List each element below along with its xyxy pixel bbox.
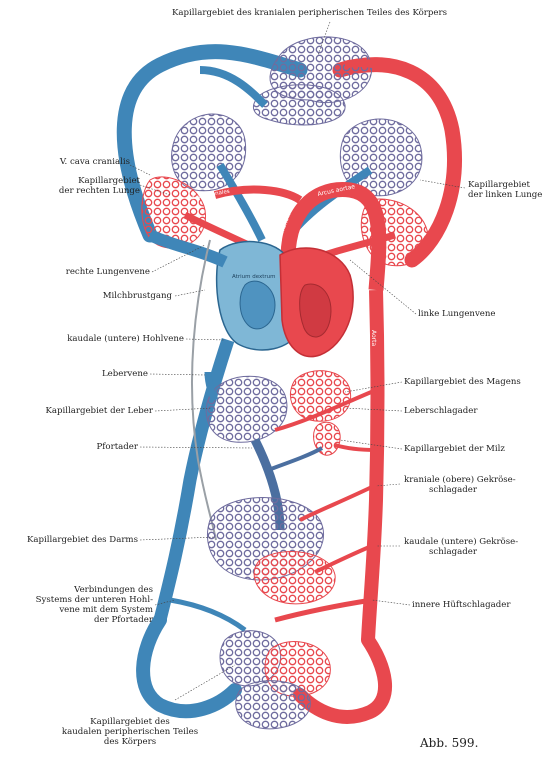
label-hepatic-vein: Lebervene [101,369,148,379]
label-caudal-mesenteric-1: kaudale (untere) Gekröse- [404,537,519,547]
label-right-lung-2: der rechten Lunge [58,186,140,196]
upper-capillary-net-2 [252,84,346,126]
leader-intestine [139,536,216,541]
heart-left-ventricle-detail [299,283,332,338]
label-caudal-capillary: Kapillargebiet des kaudalen peripherisch… [55,717,205,747]
right-lung-capillary-blue [171,113,247,192]
spleen-artery [334,443,377,452]
leader-left-pulm [349,259,417,315]
label-hepatic-artery: Leberschlagader [404,406,478,416]
cranial-vena-cava [147,229,228,268]
aorta-text: Aorta [370,330,377,346]
lower-artery-loop [293,633,392,724]
label-right-pulmonary-vein: rechte Lungenvene [65,267,150,277]
label-connections-1: Verbindungen des [74,585,153,595]
label-left-lung-1: Kapillargebiet [468,180,530,190]
leader-caudal-cap [174,664,236,701]
intestine-capillary-red [253,551,336,605]
label-cranial-mesenteric-1: kraniale (obere) Gekröse- [404,475,516,485]
caudal-mesenteric-artery [314,543,375,574]
label-caudal-vena-cava: kaudale (untere) Hohlvene [67,334,184,344]
figure-number: Abb. 599. [420,736,479,750]
label-caudal-capillary-3: des Körpers [103,737,157,747]
leader-duct [174,289,206,297]
cranial-mesenteric-artery [299,483,377,522]
label-caudal-mesenteric: kaudale (untere) Gekröse- schlagader [404,537,518,557]
leader-caudal-vcava [185,338,226,341]
label-right-lung: Kapillargebiet der rechten Lunge [30,176,140,196]
label-right-lung-1: Kapillargebiet [78,176,140,186]
internal-iliac-artery [274,597,373,623]
leader-spleen [339,439,403,450]
leader-hepatic-vein [149,373,206,376]
hepatic-vein [204,371,219,402]
label-stomach-capillary: Kapillargebiet des Magens [404,377,521,387]
hepatic-artery [274,388,377,432]
label-caudal-capillary-1: Kapillargebiet des [90,717,170,727]
leader-lines [129,21,466,701]
leader-right-pulm [151,244,206,273]
label-internal-iliac: innere Hüftschlagader [412,600,511,610]
label-spleen-capillary: Kapillargebiet der Milz [404,444,505,454]
label-caudal-mesenteric-2: schlagader [429,547,477,557]
right-pulmonary-artery [216,162,266,242]
upper-vein-arch [116,44,308,243]
leader-iliac [371,599,411,606]
leader-hepatic-artery [344,407,403,412]
lower-vein-connection [169,597,247,633]
label-caudal-capillary-2: kaudalen peripherischen Teiles [61,727,199,737]
descending-aorta [361,289,385,641]
leader-liver [154,407,213,412]
leader-connections [154,599,176,606]
label-connections: Verbindungen des Systems der unteren Hoh… [20,585,153,625]
right-lung-capillary-red [141,176,206,249]
liver-capillary-net [205,375,288,443]
label-connections-3: vene mit dem System [59,605,153,615]
label-upper-capillary: Kapillargebiet des kranialen peripherisc… [172,8,448,18]
label-connections-4: der Pfortader [94,615,153,625]
upper-inflow-artery [343,58,401,74]
leader-cranial-mes [375,483,401,487]
leader-right-lung [139,184,171,196]
label-cranial-mesenteric-2: schlagader [429,485,477,495]
label-liver-capillary: Kapillargebiet der Leber [45,406,153,416]
label-left-lung: Kapillargebiet der linken Lunge [468,180,542,200]
portal-branch-spleen [267,446,324,472]
label-vcava: V. cava cranialis [59,157,130,167]
aortic-arch [280,182,387,291]
leader-portal [139,446,253,449]
aortic-arch-branch [213,185,303,204]
thoracic-duct-line [191,239,217,541]
label-cranial-mesenteric: kraniale (obere) Gekröse- schlagader [404,475,516,495]
label-intestine-capillary: Kapillargebiet des Darms [26,535,138,545]
label-thoracic-duct: Milchbrustgang [102,291,172,301]
leader-stomach [344,381,403,393]
label-connections-2: Systems der unteren Hohl- [35,595,153,605]
lower-vein-loop [136,613,242,719]
label-left-pulmonary-vein: linke Lungenvene [418,309,496,319]
heart-ventricle-detail [239,280,276,330]
lower-capillary-net-bottom [235,680,311,730]
label-left-lung-2: der linken Lunge [468,190,543,200]
leader-vcava [129,164,151,176]
caudal-vena-cava [153,337,235,622]
upper-inflow-vein [199,66,268,108]
atrium-dextrum-text: Atrium dextrum [232,274,276,280]
label-portal-vein: Pfortader [96,442,138,452]
